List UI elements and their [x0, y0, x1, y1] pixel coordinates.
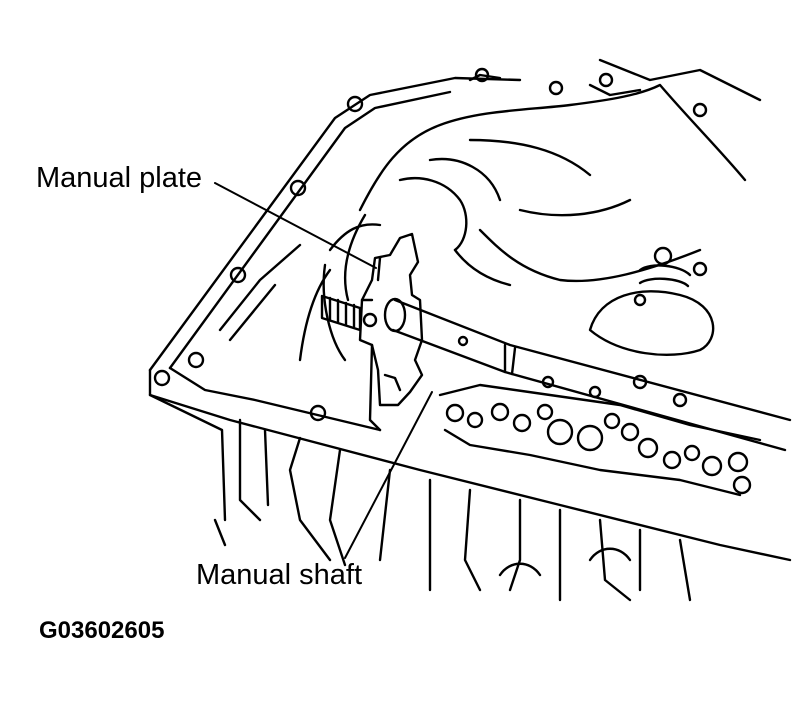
manual-shaft-leader-line [344, 391, 433, 559]
hand-outline [298, 83, 747, 362]
transmission-case-outline [148, 58, 792, 602]
valve-body [438, 264, 762, 497]
manual-plate-drawing [358, 232, 424, 432]
bolt-holes [153, 67, 708, 422]
manual-plate-leader-line [214, 182, 377, 269]
manual-plate-label: Manual plate [36, 162, 203, 194]
manual-shaft-label: Manual shaft [196, 559, 363, 591]
figure-code: G03602605 [39, 617, 165, 644]
manual-shaft-drawing [320, 294, 792, 452]
